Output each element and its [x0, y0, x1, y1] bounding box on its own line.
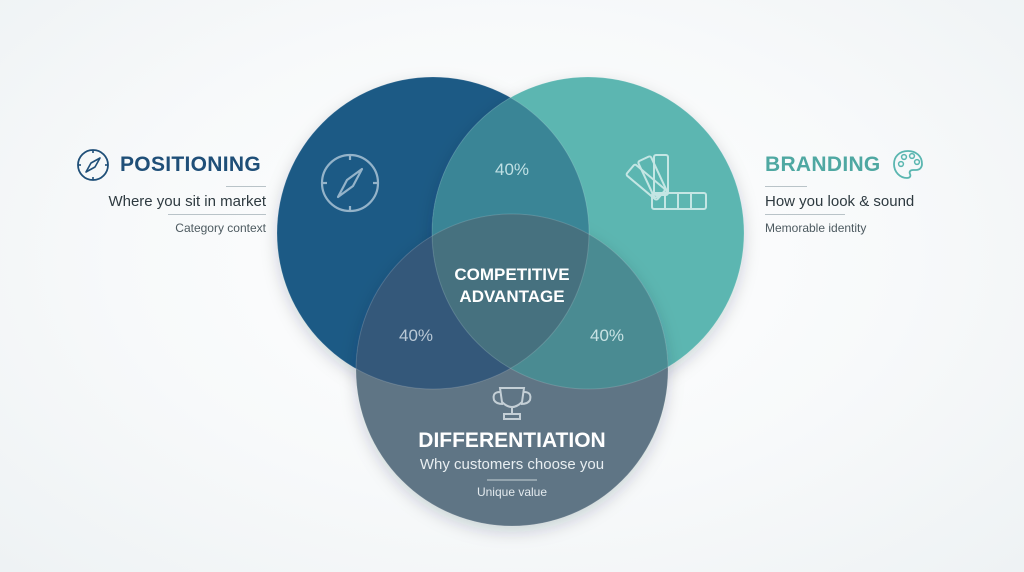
- overlap-percent-positioning-differentiation: 40%: [399, 326, 433, 345]
- differentiation-note: Unique value: [477, 485, 547, 499]
- center-label-line1: COMPETITIVE: [454, 265, 569, 284]
- branding-note: Memorable identity: [765, 221, 867, 235]
- color-swatch-icon: [625, 154, 707, 210]
- branding-callout: BRANDING How you look & sound Memorable …: [765, 148, 965, 235]
- overlap-percent-positioning-branding: 40%: [495, 160, 529, 179]
- positioning-title-row: POSITIONING: [76, 148, 266, 182]
- positioning-rule-2: [168, 214, 266, 215]
- center-label-line2: ADVANTAGE: [459, 287, 564, 306]
- positioning-rule: [226, 186, 266, 187]
- branding-title: BRANDING: [765, 153, 881, 176]
- positioning-subtitle: Where you sit in market: [108, 193, 266, 210]
- overlap-percent-branding-differentiation: 40%: [590, 326, 624, 345]
- positioning-callout: POSITIONING Where you sit in market Cate…: [76, 148, 266, 235]
- compass-icon: [76, 148, 110, 182]
- trophy-icon: [492, 387, 532, 420]
- branding-rule: [765, 186, 807, 187]
- branding-title-row: BRANDING: [765, 148, 965, 182]
- branding-subtitle: How you look & sound: [765, 193, 915, 210]
- positioning-title: POSITIONING: [120, 153, 261, 176]
- differentiation-title: DIFFERENTIATION: [418, 429, 605, 452]
- differentiation-subtitle: Why customers choose you: [420, 456, 604, 473]
- compass-icon: [320, 153, 380, 213]
- palette-icon: [891, 148, 925, 182]
- positioning-note: Category context: [175, 221, 266, 235]
- branding-rule-2: [765, 214, 845, 215]
